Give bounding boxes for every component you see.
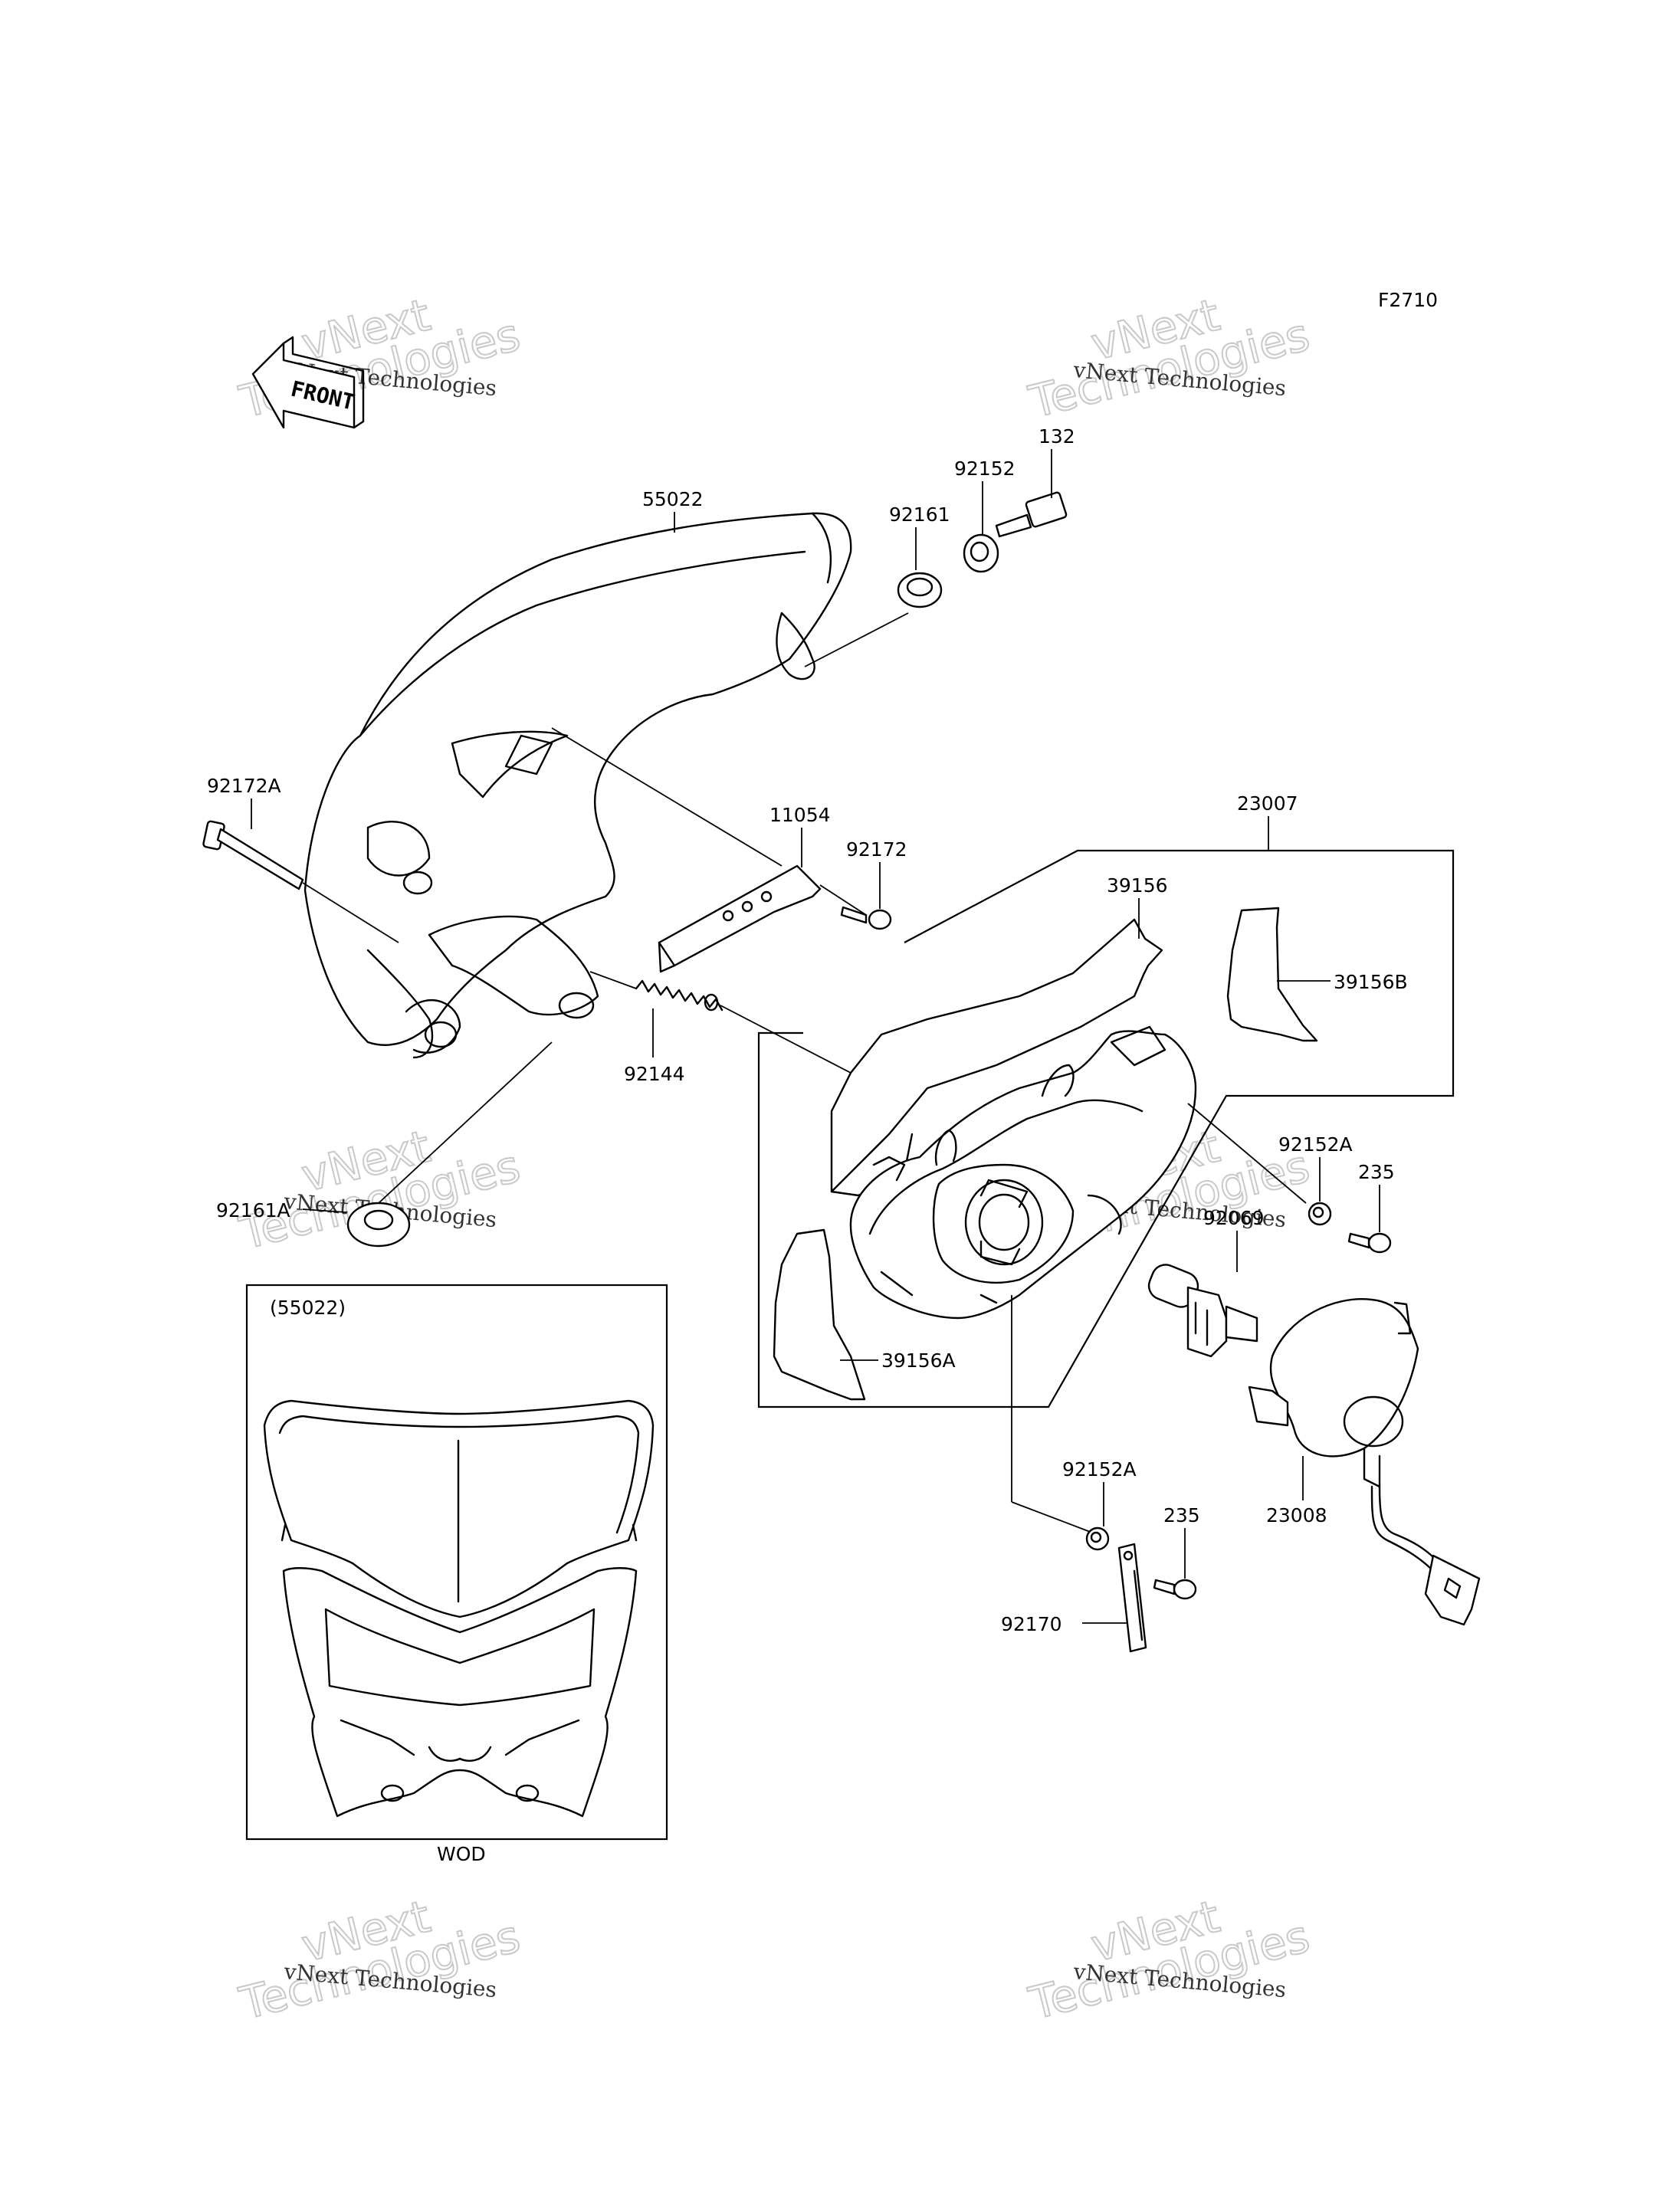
label-92170: 92170 bbox=[1001, 1613, 1062, 1635]
watermark-bottom-right: vNext Technologies vNext Technologies bbox=[1023, 1890, 1315, 2031]
headlight-cowl-55022 bbox=[304, 512, 852, 1059]
washer-92152A-bottom bbox=[1085, 1526, 1110, 1551]
bulb-92069 bbox=[1147, 1264, 1258, 1358]
label-92172: 92172 bbox=[846, 838, 907, 861]
screw-235-bottom bbox=[1153, 1579, 1197, 1600]
label-39156A: 39156A bbox=[881, 1349, 956, 1372]
label-11054: 11054 bbox=[769, 804, 831, 826]
label-23007: 23007 bbox=[1237, 792, 1298, 815]
washer-92152A-right bbox=[1308, 1202, 1332, 1226]
label-92152A-right: 92152A bbox=[1278, 1133, 1353, 1156]
label-235-right: 235 bbox=[1358, 1161, 1395, 1183]
headlight-housing bbox=[849, 1025, 1197, 1320]
bolt-92172A bbox=[202, 820, 399, 943]
inset-caption: WOD bbox=[437, 1843, 486, 1865]
grommet-92161 bbox=[897, 572, 943, 608]
bolt-132 bbox=[995, 491, 1068, 538]
label-92161A: 92161A bbox=[216, 1199, 290, 1221]
watermark-top-right: vNext Technologies vNext Technologies bbox=[1023, 288, 1315, 429]
label-132: 132 bbox=[1039, 425, 1075, 448]
screw-235-right bbox=[1347, 1232, 1392, 1254]
screw-92172 bbox=[840, 906, 892, 930]
bracket-11054 bbox=[658, 864, 822, 973]
trim-39156B bbox=[1226, 907, 1318, 1042]
spring-92144 bbox=[635, 979, 724, 1012]
strap-92170 bbox=[1117, 1543, 1147, 1653]
group-box-23007 bbox=[757, 849, 1455, 1408]
label-92069: 92069 bbox=[1203, 1207, 1265, 1229]
inset-box bbox=[245, 1284, 668, 1841]
leader-cowl-grommet bbox=[804, 612, 909, 667]
front-arrow-icon: FRONT bbox=[251, 336, 365, 429]
cowl-variant-wod bbox=[263, 1399, 655, 1818]
figure-code: F2710 bbox=[1378, 289, 1438, 311]
label-92152: 92152 bbox=[954, 457, 1016, 480]
label-92144: 92144 bbox=[624, 1063, 685, 1085]
label-39156: 39156 bbox=[1107, 874, 1168, 897]
label-92172A: 92172A bbox=[207, 775, 281, 797]
label-39156B: 39156B bbox=[1334, 971, 1408, 993]
inset-ref: (55022) bbox=[270, 1297, 346, 1319]
collar-92152 bbox=[963, 533, 999, 573]
watermark-bottom-left: vNext Technologies vNext Technologies bbox=[234, 1890, 526, 2031]
grommet-92161A bbox=[346, 1202, 411, 1248]
label-23008: 23008 bbox=[1266, 1504, 1327, 1526]
trim-39156A bbox=[773, 1228, 866, 1401]
socket-cover-23008 bbox=[1248, 1298, 1481, 1626]
label-92152A-bottom: 92152A bbox=[1062, 1458, 1137, 1481]
label-92161: 92161 bbox=[889, 503, 950, 526]
label-235-bottom: 235 bbox=[1163, 1504, 1200, 1526]
label-55022: 55022 bbox=[642, 488, 704, 510]
